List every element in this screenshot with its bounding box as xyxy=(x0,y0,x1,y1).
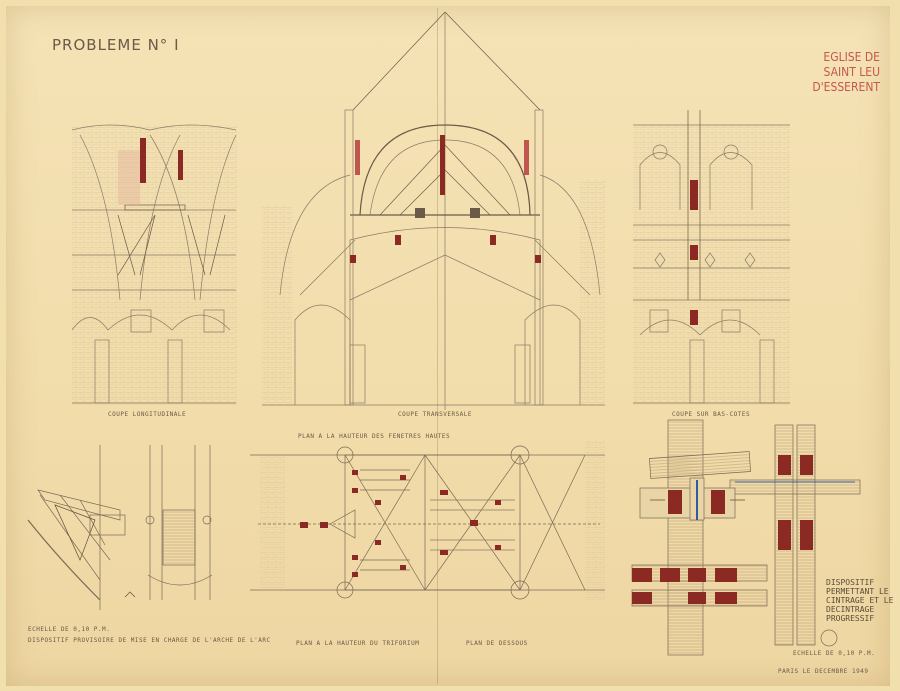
church-name-line: EGLISE DE xyxy=(823,50,880,64)
note-line: PERMETTANT LE xyxy=(826,587,889,596)
detail-pillar-drawing xyxy=(124,445,213,600)
caption-echelle-right: ECHELLE DE 0,10 P.M. xyxy=(793,650,876,657)
note-line: CINTRAGE ET LE xyxy=(826,596,894,605)
caption-coupe-longitudinale: COUPE LONGITUDINALE xyxy=(108,411,187,418)
caption-echelle: ECHELLE DE 0,10 P.M. xyxy=(28,626,111,633)
caption-coupe-bas-cotes: COUPE SUR BAS-COTES xyxy=(672,411,751,418)
detail-arch-drawing xyxy=(27,445,126,610)
church-name-line: D'ESSERENT xyxy=(812,80,880,94)
caption-plan-triforium: PLAN A LA HAUTEUR DU TRIFORIUM xyxy=(296,640,420,647)
sheet-title: PROBLEME N° I xyxy=(52,36,180,54)
coupe-bas-cotes-drawing xyxy=(633,110,790,405)
dispositif-detail-drawing xyxy=(631,419,861,656)
center-fold xyxy=(437,8,438,684)
church-name: EGLISE DE SAINT LEU D'ESSERENT xyxy=(800,50,880,95)
note-line: DECINTRAGE xyxy=(826,605,875,614)
note-line: PROGRESSIF xyxy=(826,614,875,623)
coupe-transversale-drawing xyxy=(262,11,605,410)
church-name-line: SAINT LEU xyxy=(823,65,880,79)
dispositif-note: DISPOSITIF PERMETTANT LE CINTRAGE ET LE … xyxy=(826,578,893,623)
plan-drawing xyxy=(250,440,605,600)
caption-coupe-transversale: COUPE TRANSVERSALE xyxy=(398,411,473,418)
caption-dispositif-provisoire: DISPOSITIF PROVISOIRE DE MISE EN CHARGE … xyxy=(28,637,271,644)
caption-date: PARIS LE DECEMBRE 1949 xyxy=(778,668,869,675)
caption-plan-fenetres: PLAN A LA HAUTEUR DES FENETRES HAUTES xyxy=(298,433,451,440)
caption-plan-dessous: PLAN DE DESSOUS xyxy=(466,640,528,647)
coupe-longitudinale-drawing xyxy=(71,124,237,405)
note-line: DISPOSITIF xyxy=(826,578,875,587)
